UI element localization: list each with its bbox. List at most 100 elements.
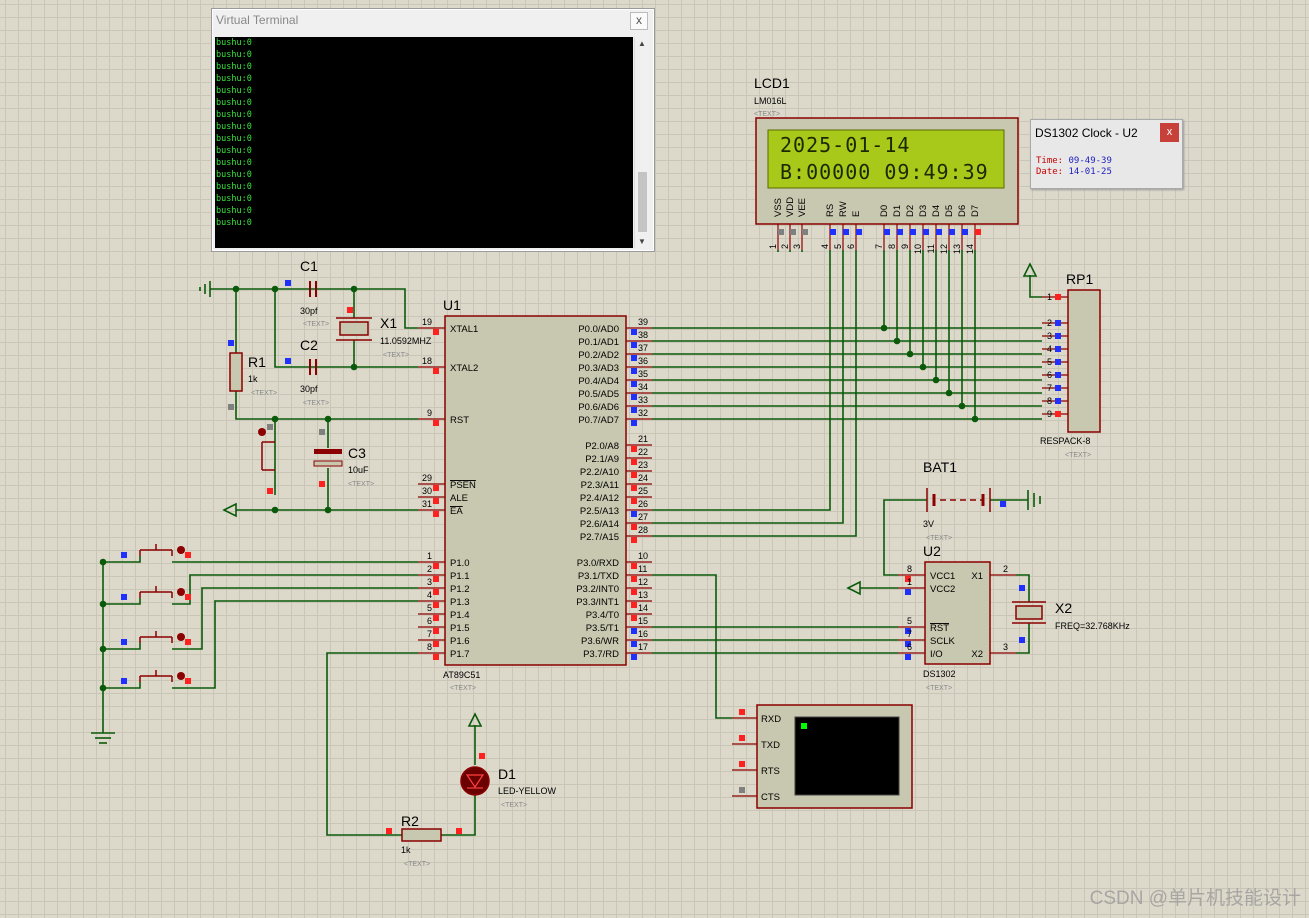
lcd-pin-state xyxy=(923,229,929,235)
rp1-pin-state xyxy=(1055,398,1061,404)
u1-pin-name: P3.4/T0 xyxy=(586,610,619,621)
button-pin-state xyxy=(121,639,127,645)
u1-pin-name: XTAL1 xyxy=(450,324,478,335)
ds1302-popup-title: DS1302 Clock - U2 xyxy=(1035,126,1138,140)
u1-pin-number: 31 xyxy=(422,499,432,509)
u1-pin-name: P2.1/A9 xyxy=(585,454,619,465)
button-pin-state xyxy=(185,639,191,645)
bat1-value: 3V xyxy=(923,519,934,529)
rp1-pin-state xyxy=(1055,333,1061,339)
rp1-text-placeholder: <TEXT> xyxy=(1065,452,1091,459)
u1-pin-state xyxy=(631,472,637,478)
u1-pin-state xyxy=(631,602,637,608)
u1-text-placeholder: <TEXT> xyxy=(450,685,476,692)
power-arrow xyxy=(1022,262,1038,277)
c1-text-placeholder: <TEXT> xyxy=(303,321,329,328)
labels: U1AT89C51<TEXT>19XTAL118XTAL29RST29PSEN3… xyxy=(248,75,1130,868)
lcd-pin-name: VDD xyxy=(785,197,796,217)
u1-pin-number: 11 xyxy=(638,564,647,574)
close-icon[interactable]: x xyxy=(630,12,648,30)
rp1-pin-number: 9 xyxy=(1047,409,1052,419)
lcd-pin-number: 12 xyxy=(939,244,949,254)
lcd-pin-name: D4 xyxy=(931,205,942,217)
wire xyxy=(652,250,857,537)
c1-value: 30pf xyxy=(300,306,318,316)
button-pin-state xyxy=(185,594,191,600)
r2-pin-state xyxy=(456,828,462,834)
r2-body xyxy=(401,828,442,842)
u1-pin-state xyxy=(631,537,637,543)
close-icon[interactable]: x xyxy=(1160,123,1179,142)
u1-pin-number: 27 xyxy=(638,512,648,522)
serial-terminal-cursor xyxy=(801,723,807,729)
x1-ref: X1 xyxy=(380,315,397,331)
scrollbar-thumb[interactable] xyxy=(638,172,647,232)
u1-pin-number: 7 xyxy=(427,629,432,639)
u1-pin-number: 33 xyxy=(638,395,648,405)
rp1-pin-state xyxy=(1055,385,1061,391)
u1-pin-state xyxy=(631,524,637,530)
lcd-pin-state xyxy=(843,229,849,235)
rp1-pin-state xyxy=(1055,346,1061,352)
r2-value: 1k xyxy=(401,845,411,855)
u1-pin-state xyxy=(631,511,637,517)
lcd-pin-name: D6 xyxy=(957,205,968,217)
serial-pin-name: RXD xyxy=(761,714,781,725)
u1-pin-state xyxy=(631,329,637,335)
r2-pin-state xyxy=(386,828,392,834)
terminal-line: bushu:0 xyxy=(216,206,252,216)
scroll-down-icon[interactable]: ▼ xyxy=(638,237,646,246)
serial-pin-state xyxy=(739,709,745,715)
u2-pin-state xyxy=(905,641,911,647)
u1-pin-number: 34 xyxy=(638,382,648,392)
button-pin-state xyxy=(121,678,127,684)
u1-pin-number: 35 xyxy=(638,369,648,379)
lcd-pin-name: D7 xyxy=(970,205,981,217)
c3-pin-state xyxy=(319,429,325,435)
u1-pin-state xyxy=(433,641,439,647)
terminal-scrollbar[interactable]: ▲ ▼ xyxy=(634,37,651,248)
lcd-pin-number: 5 xyxy=(833,244,843,249)
r1-text-placeholder: <TEXT> xyxy=(251,390,277,397)
x1-crystal xyxy=(339,321,369,336)
c1-pin-state xyxy=(285,280,291,286)
u2-pin-name: VCC2 xyxy=(930,584,955,595)
u1-pin-name: P2.6/A14 xyxy=(580,519,619,530)
lcd-screen xyxy=(767,129,1005,189)
u2-pin-name: X1 xyxy=(971,571,983,582)
serial-pin-name: CTS xyxy=(761,792,780,803)
r1-value: 1k xyxy=(248,374,258,384)
u1-pin-state xyxy=(433,628,439,634)
lcd-pin-state xyxy=(897,229,903,235)
lcd-pin-state xyxy=(778,229,784,235)
u2-pin-number: 1 xyxy=(907,577,912,587)
u1-pin-state xyxy=(433,615,439,621)
u1-pin-number: 15 xyxy=(638,616,648,626)
u1-pin-name: P2.3/A11 xyxy=(581,480,619,491)
u1-pin-name: P1.6 xyxy=(450,636,470,647)
c1-ref: C1 xyxy=(300,258,318,274)
lcd-pin-name: E xyxy=(851,211,862,217)
u1-pin-name: P3.1/TXD xyxy=(578,571,619,582)
scroll-up-icon[interactable]: ▲ xyxy=(638,39,646,48)
u1-pin-number: 24 xyxy=(638,473,648,483)
u1-pin-name: P0.5/AD5 xyxy=(578,389,619,400)
u1-pin-name: P3.6/WR xyxy=(581,636,619,647)
ds1302-clock-popup[interactable]: DS1302 Clock - U2 x Time: 09-49-39 Date:… xyxy=(1030,119,1183,189)
u1-pin-state xyxy=(631,355,637,361)
junction-dot xyxy=(906,350,914,358)
rp1-part: RESPACK-8 xyxy=(1040,436,1090,446)
u2-chip-body xyxy=(924,561,991,665)
lcd-pin-name: D2 xyxy=(905,205,916,217)
x2-pin-state xyxy=(1019,585,1025,591)
power-arrow xyxy=(467,712,483,727)
terminal-line: bushu:0 xyxy=(216,98,252,108)
u1-pin-state xyxy=(433,589,439,595)
u1-pin-name: P3.3/INT1 xyxy=(576,597,619,608)
components xyxy=(121,117,1101,842)
junction-dot xyxy=(971,415,979,423)
u1-pin-name: P2.7/A15 xyxy=(580,532,619,543)
